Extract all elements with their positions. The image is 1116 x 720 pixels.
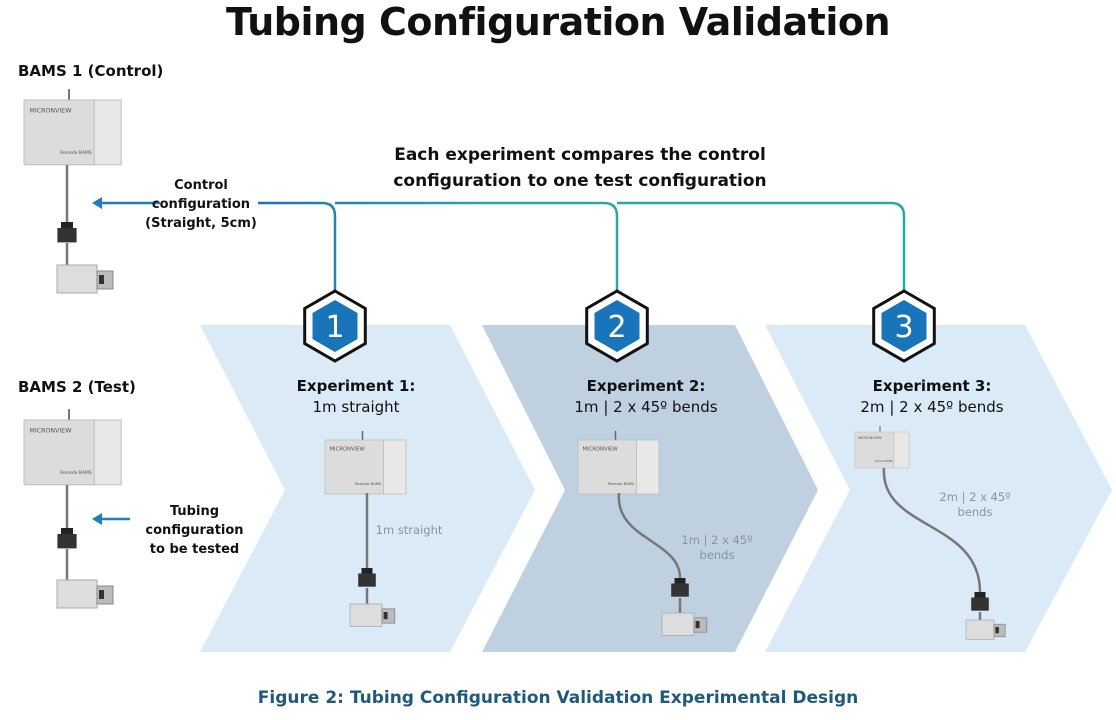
hexagon-fill — [881, 300, 927, 352]
tube-label-line: 1m | 2 x 45º — [681, 533, 753, 547]
device-model: Remote BAMS — [875, 459, 893, 463]
step-badge-1: 1 — [303, 289, 367, 363]
device-brand: MICRONVIEW — [29, 428, 72, 435]
step-number: 3 — [894, 310, 913, 345]
device-model: Remote BAMS — [608, 482, 635, 486]
bams-device: MICRONVIEW Remote BAMS — [23, 409, 122, 486]
tube-label-line: 2m | 2 x 45º — [939, 490, 1011, 504]
experiment-1-title: Experiment 1: 1m straight — [226, 376, 486, 418]
note-line: configuration — [151, 197, 251, 212]
connector-line — [258, 201, 906, 292]
bams-device: MICRONVIEW Remote BAMS — [577, 431, 660, 495]
headline: Each experiment compares the control con… — [360, 142, 800, 194]
device-model: Remote BAMS — [60, 150, 92, 156]
bams-device: MICRONVIEW Remote BAMS — [324, 431, 407, 495]
sampler-unit — [56, 264, 114, 294]
experiment-subtitle: 1m | 2 x 45º bends — [574, 398, 718, 416]
device-model: Remote BAMS — [60, 470, 92, 476]
note-line: to be tested — [149, 542, 240, 557]
headline-line: Each experiment compares the control — [394, 145, 766, 165]
tube-label-3: 2m | 2 x 45º bends — [930, 490, 1020, 520]
bams1-note: Control configuration (Straight, 5cm) — [140, 176, 262, 233]
sampler-unit — [661, 612, 708, 636]
step-badge-3: 3 — [872, 289, 936, 363]
experiment-title: Experiment 2: — [586, 377, 706, 395]
note-line: Tubing — [169, 504, 220, 519]
sampler-unit — [349, 603, 396, 627]
hexagon-fill — [312, 300, 358, 352]
step-number: 1 — [325, 310, 344, 345]
note-line: configuration — [145, 523, 244, 538]
figure-caption: Figure 2: Tubing Configuration Validatio… — [257, 688, 859, 708]
bams2-heading: BAMS 2 (Test) — [18, 378, 136, 396]
tubing — [617, 492, 682, 579]
tube-label-line: bends — [957, 505, 993, 519]
experiment-subtitle: 1m straight — [312, 398, 400, 416]
inlet-connector — [57, 222, 77, 243]
tube-label-1: 1m straight — [364, 523, 454, 538]
note-line: (Straight, 5cm) — [145, 216, 257, 231]
inlet-connector — [671, 578, 689, 597]
experiment-title: Experiment 3: — [872, 377, 992, 395]
tube-label-2: 1m | 2 x 45º bends — [672, 533, 762, 563]
experiment-3-title: Experiment 3: 2m | 2 x 45º bends — [802, 376, 1062, 418]
sampler-unit — [56, 579, 114, 609]
tube-label-line: bends — [699, 548, 735, 562]
bams2-note: Tubing configuration to be tested — [142, 502, 247, 559]
page-title: Tubing Configuration Validation — [225, 0, 891, 44]
arrowhead-icon — [92, 197, 102, 209]
device-brand: MICRONVIEW — [29, 108, 72, 115]
device-model: Remote BAMS — [355, 482, 382, 486]
inlet-connector — [57, 528, 77, 549]
sampler-unit — [965, 619, 1006, 640]
chevron-experiment-3 — [765, 325, 1112, 652]
experiment-2-title: Experiment 2: 1m | 2 x 45º bends — [516, 376, 776, 418]
experiment-subtitle: 2m | 2 x 45º bends — [860, 398, 1004, 416]
step-badge-2: 2 — [585, 289, 649, 363]
inlet-connector — [971, 592, 989, 611]
headline-line: configuration to one test configuration — [393, 171, 767, 191]
note-line: Control — [174, 178, 228, 193]
device-brand: MICRONVIEW — [583, 447, 619, 453]
tube-label-line: 1m straight — [375, 523, 443, 537]
bams1-heading: BAMS 1 (Control) — [18, 62, 164, 80]
bams-device: MICRONVIEW Remote BAMS — [23, 89, 122, 166]
experiment-title: Experiment 1: — [296, 377, 416, 395]
device-brand: MICRONVIEW — [330, 447, 366, 453]
inlet-connector — [358, 568, 376, 587]
device-brand: MICRONVIEW — [858, 436, 882, 440]
tubing — [882, 467, 982, 593]
step-number: 2 — [607, 310, 626, 345]
arrowhead-icon — [92, 513, 102, 525]
hexagon-fill — [594, 300, 640, 352]
bams-device: MICRONVIEW Remote BAMS — [854, 426, 910, 469]
